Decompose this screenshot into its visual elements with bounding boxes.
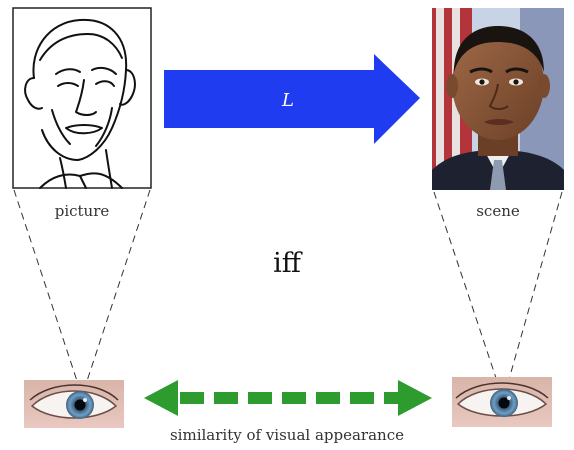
eye-right-icon	[452, 377, 552, 427]
picture-sight-lines	[13, 189, 151, 391]
similarity-label: similarity of visual appearance	[170, 426, 404, 444]
picture-label: picture	[55, 202, 110, 220]
mapping-label: L	[281, 90, 294, 111]
picture-line-drawing	[12, 7, 152, 189]
scene-sight-lines	[433, 191, 563, 391]
eye-left-icon	[24, 380, 124, 428]
scene-label: scene	[476, 202, 520, 220]
scene-photo	[432, 8, 564, 190]
mapping-arrow	[164, 54, 420, 144]
relation-label: iff	[273, 248, 303, 279]
similarity-arrow	[144, 380, 432, 416]
